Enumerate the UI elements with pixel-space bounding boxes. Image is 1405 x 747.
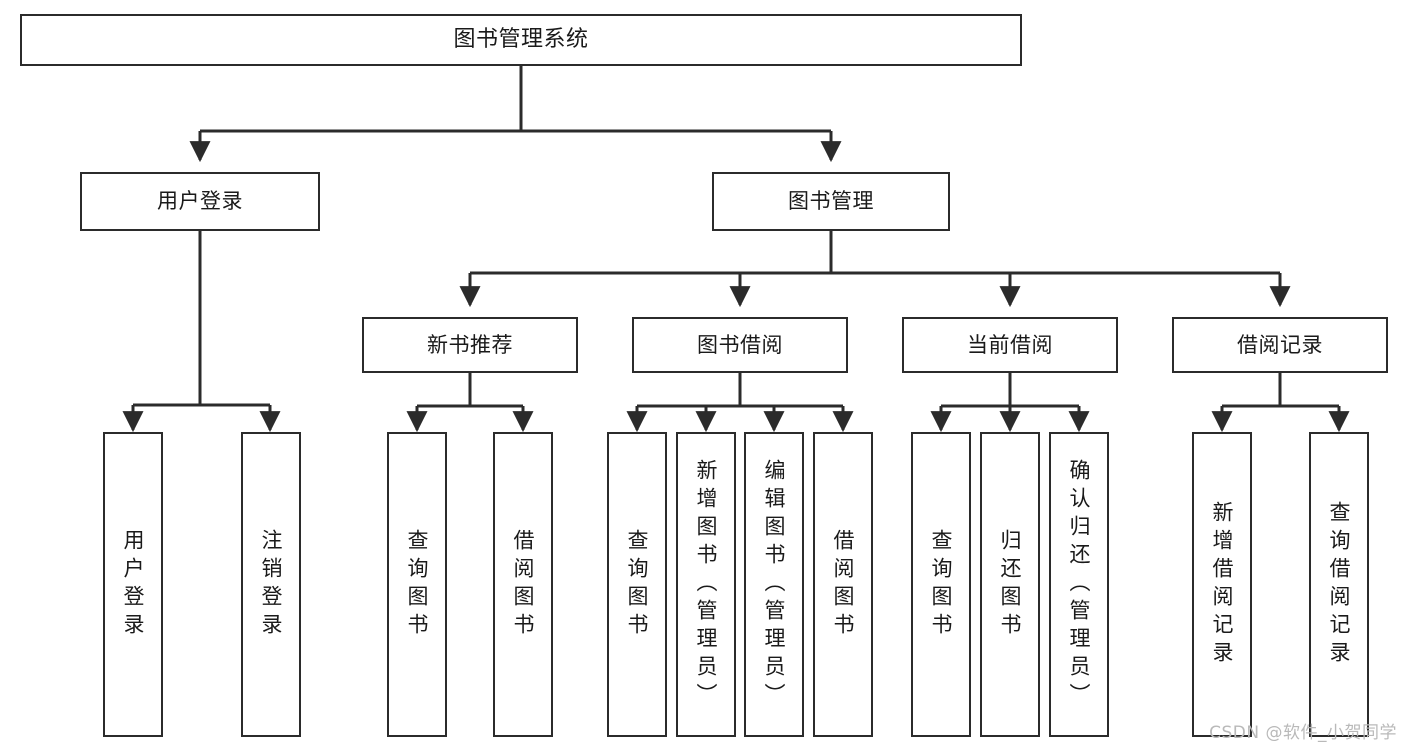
leaf-return-book[interactable]: 归还图书: [980, 432, 1040, 737]
node-user-login[interactable]: 用户登录: [80, 172, 320, 231]
node-borrow-record[interactable]: 借阅记录: [1172, 317, 1388, 373]
csdn-watermark: CSDN @软件_小贺同学: [1209, 723, 1397, 743]
leaf-user-login[interactable]: 用户登录: [103, 432, 163, 737]
leaf-confirm-return-admin[interactable]: 确认归还（管理员）: [1049, 432, 1109, 737]
leaf-query-book-recommend[interactable]: 查询图书: [387, 432, 447, 737]
node-book-borrow[interactable]: 图书借阅: [632, 317, 848, 373]
leaf-add-borrow-record[interactable]: 新增借阅记录: [1192, 432, 1252, 737]
leaf-query-book-borrow[interactable]: 查询图书: [607, 432, 667, 737]
leaf-query-book-current[interactable]: 查询图书: [911, 432, 971, 737]
node-new-book-recommend[interactable]: 新书推荐: [362, 317, 578, 373]
leaf-add-book-admin[interactable]: 新增图书（管理员）: [676, 432, 736, 737]
node-book-manage[interactable]: 图书管理: [712, 172, 950, 231]
node-root-system[interactable]: 图书管理系统: [20, 14, 1022, 66]
leaf-user-logout[interactable]: 注销登录: [241, 432, 301, 737]
leaf-borrow-book-recommend[interactable]: 借阅图书: [493, 432, 553, 737]
leaf-borrow-book[interactable]: 借阅图书: [813, 432, 873, 737]
leaf-query-borrow-record[interactable]: 查询借阅记录: [1309, 432, 1369, 737]
node-current-borrow[interactable]: 当前借阅: [902, 317, 1118, 373]
leaf-edit-book-admin[interactable]: 编辑图书（管理员）: [744, 432, 804, 737]
